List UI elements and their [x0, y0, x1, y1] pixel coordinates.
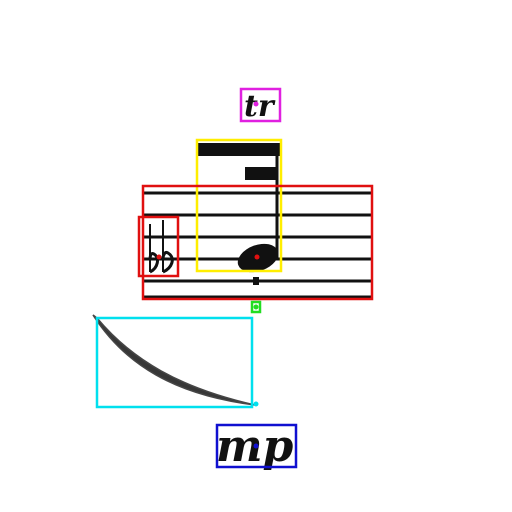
trill-text: tr — [244, 89, 276, 124]
box-staccato-dot — [250, 300, 262, 314]
box-trill — [239, 87, 282, 123]
beam-primary — [197, 143, 280, 156]
marker-double-flat — [156, 254, 162, 260]
box-staff — [141, 184, 374, 301]
marker-trill — [253, 101, 259, 107]
box-double-flat — [137, 215, 180, 278]
annotation-boxes — [95, 87, 374, 469]
slur-curve — [92, 314, 256, 406]
ledger-tick — [253, 277, 259, 285]
box-slur — [95, 316, 254, 409]
box-note-with-flags — [195, 138, 283, 273]
double-flat-symbol — [148, 220, 174, 274]
marker-note — [254, 254, 260, 260]
marker-dynamic — [253, 443, 259, 449]
box-dynamic — [215, 423, 298, 469]
center-markers — [156, 101, 260, 449]
marker-slur — [253, 401, 259, 407]
marker-staccato — [253, 304, 259, 310]
beam-secondary — [245, 167, 278, 180]
